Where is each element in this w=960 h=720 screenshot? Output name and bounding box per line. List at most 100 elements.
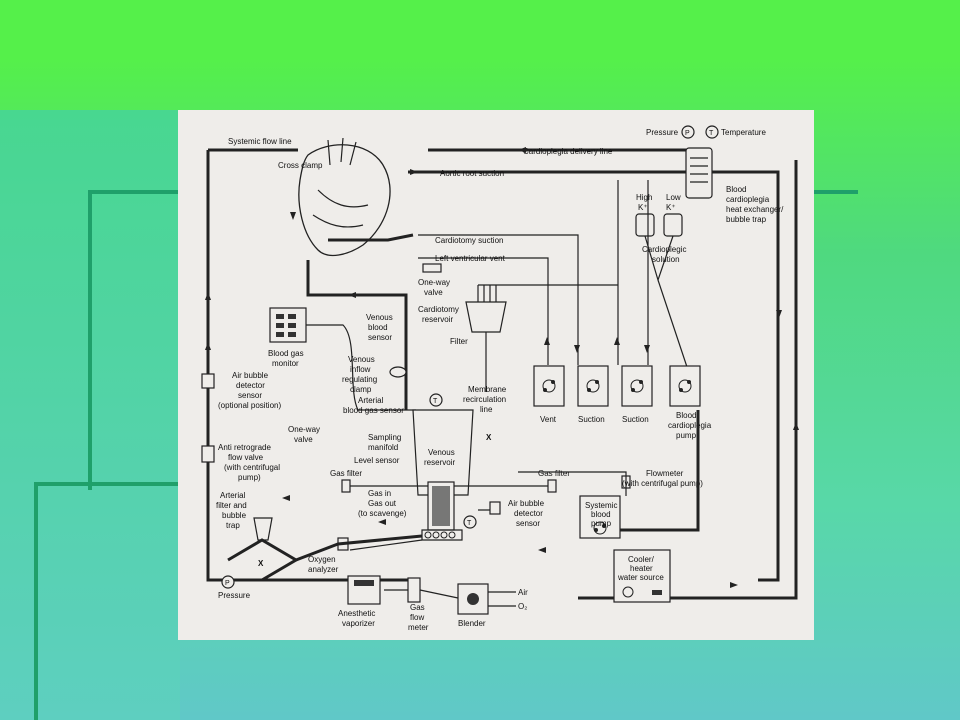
label-membrane-recirc-3: line	[480, 405, 493, 414]
arterial-filter-loop	[227, 538, 299, 582]
label-cardiotomy-suction: Cardiotomy suction	[435, 236, 503, 245]
suction-pump-1	[577, 365, 609, 407]
label-high-k: High	[636, 193, 652, 202]
temperature-symbol: T	[709, 130, 714, 137]
label-hx-3: heat exchanger/	[726, 205, 784, 214]
label-venous-res-2: reservoir	[424, 458, 455, 467]
label-air-bubble-b2: detector	[514, 509, 543, 518]
high-k-bag	[635, 213, 655, 237]
label-anesthetic-1: Anesthetic	[338, 609, 375, 618]
aortic-root-suction-line	[408, 170, 780, 582]
label-flowmeter-2: (with centrifugal pump)	[622, 479, 703, 488]
decorative-bar-lower	[34, 482, 180, 486]
label-air-bubble-2: detector	[236, 381, 265, 390]
label-air-bubble-1: Air bubble	[232, 371, 269, 380]
label-cardioplegia-delivery: Cardioplegia delivery line	[523, 147, 613, 156]
label-low-k: Low	[666, 193, 681, 202]
bypass-circuit-figure: Systemic flow line Cross clamp P T Press…	[178, 110, 814, 640]
air-bubble-detector-left	[201, 373, 215, 389]
temperature-gauge-reservoir-icon	[429, 393, 443, 407]
label-one-way-valve-2: valve	[424, 288, 443, 297]
label-temperature: Temperature	[721, 128, 766, 137]
label-arterial-filter-4: trap	[226, 521, 240, 530]
clamp-x-mark: X	[486, 433, 492, 442]
label-flowmeter-1: Flowmeter	[646, 469, 684, 478]
label-anti-retro-1: Anti retrograde	[218, 443, 271, 452]
label-anti-retro-3: (with centrifugal	[224, 463, 280, 472]
reservoir-t-symbol: T	[433, 398, 438, 405]
label-membrane-recirc-2: recirculation	[463, 395, 506, 404]
label-cardiotomy-res-2: reservoir	[422, 315, 453, 324]
air-bubble-detector-bottom	[489, 501, 501, 515]
label-gas-filter-1: Gas filter	[330, 469, 362, 478]
arterial-filter	[253, 517, 273, 541]
low-k-bag	[663, 213, 683, 237]
label-venous-inflow-4: clamp	[350, 385, 372, 394]
label-anti-retro-2: flow valve	[228, 453, 264, 462]
label-air-bubble-b3: sensor	[516, 519, 540, 528]
label-pressure-bottom: Pressure	[218, 591, 251, 600]
label-air-bubble-4: (optional position)	[218, 401, 281, 410]
label-anesthetic-2: vaporizer	[342, 619, 375, 628]
label-gas-out-1: Gas out	[368, 499, 397, 508]
anti-retrograde-valve	[201, 445, 215, 463]
label-gas-flow-2: flow	[410, 613, 424, 622]
label-arterial-filter-2: filter and	[216, 501, 247, 510]
vent-pump	[533, 365, 565, 407]
label-o2: O₂	[518, 602, 527, 611]
label-cp-pump-2: cardioplegia	[668, 421, 712, 430]
label-high-k-plus: K⁺	[638, 203, 648, 212]
bottom-p-symbol: P	[225, 580, 230, 587]
label-arterial-filter-3: bubble	[222, 511, 247, 520]
label-vent: Vent	[540, 415, 557, 424]
label-low-k-plus: K⁺	[666, 203, 676, 212]
label-hx-1: Blood	[726, 185, 746, 194]
label-arterial-filter-1: Arterial	[220, 491, 246, 500]
oxygenator-temp-icon	[463, 515, 477, 529]
cardioplegia-lines	[644, 235, 689, 371]
oxy-t-symbol: T	[467, 520, 472, 527]
label-arterial-bg-2: blood gas sensor	[343, 406, 404, 415]
label-cardioplegic-2: solution	[652, 255, 680, 264]
heat-exchanger	[685, 147, 713, 199]
flow-arrows	[205, 147, 799, 588]
gas-flow-meter	[407, 577, 421, 603]
circuit-diagram: Systemic flow line Cross clamp P T Press…	[201, 125, 799, 632]
label-membrane-recirc-1: Membrane	[468, 385, 507, 394]
gas-filter-right	[547, 479, 557, 493]
pressure-symbol: P	[685, 130, 690, 137]
blood-cardioplegia-pump	[669, 365, 701, 407]
label-aortic-root-suction: Aortic root suction	[440, 169, 504, 178]
label-cardioplegic-1: Cardioplegic	[642, 245, 686, 254]
cardiotomy-suction-line	[328, 233, 414, 242]
label-gas-filter-2: Gas filter	[538, 469, 570, 478]
label-arterial-bg-1: Arterial	[358, 396, 384, 405]
label-air-bubble-b1: Air bubble	[508, 499, 545, 508]
label-hx-2: cardioplegia	[726, 195, 770, 204]
venous-reservoir	[412, 409, 474, 496]
label-suction-1: Suction	[578, 415, 605, 424]
inflow-clamp-icon	[389, 366, 407, 378]
one-way-valve-top	[422, 263, 442, 273]
label-blood-gas-monitor-2: monitor	[272, 359, 299, 368]
label-blender: Blender	[458, 619, 486, 628]
label-venous-inflow-3: regulating	[342, 375, 377, 384]
label-cooler-3: water source	[617, 573, 664, 582]
label-cardiotomy-res-1: Cardiotomy	[418, 305, 459, 314]
label-sampling-manifold-2: manifold	[368, 443, 398, 452]
label-systemic-flow-line: Systemic flow line	[228, 137, 292, 146]
decorative-bar-lower-vertical	[34, 482, 38, 720]
label-left-ventricular-vent: Left ventricular vent	[435, 254, 506, 263]
label-oxygen-analyzer-1: Oxygen	[308, 555, 336, 564]
suction-pump-2	[621, 365, 653, 407]
label-systemic-pump-3: pump	[591, 519, 612, 528]
label-gas-flow-3: meter	[408, 623, 429, 632]
blender	[457, 583, 489, 615]
label-hx-4: bubble trap	[726, 215, 767, 224]
pressure-gauge-bottom-icon	[221, 575, 235, 589]
label-one-way-valve-b2: valve	[294, 435, 313, 444]
label-venous-sensor-2: blood	[368, 323, 388, 332]
label-gas-out-2: (to scavenge)	[358, 509, 407, 518]
arterial-x-mark: X	[258, 559, 264, 568]
label-systemic-pump-1: Systemic	[585, 501, 617, 510]
